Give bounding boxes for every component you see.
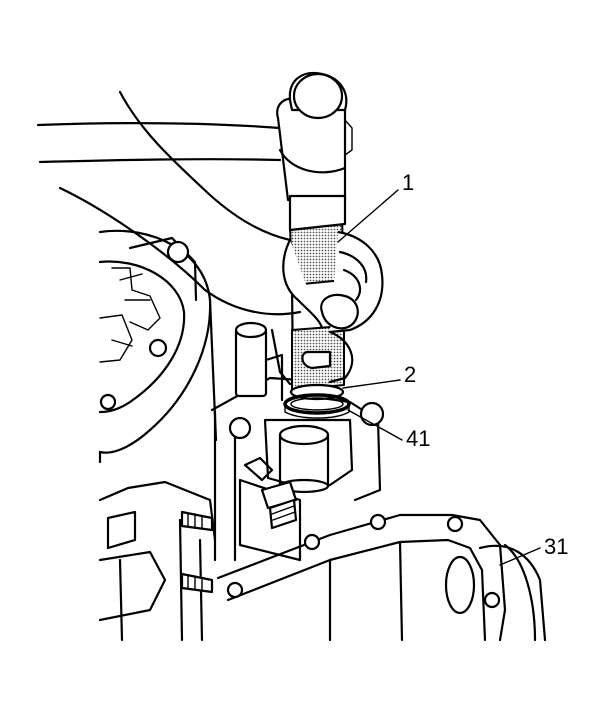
hand	[270, 230, 384, 386]
bolt	[260, 480, 298, 530]
callout-1: 1	[402, 170, 415, 195]
upper-arm	[58, 90, 302, 316]
case-31	[478, 543, 547, 642]
valve-body	[210, 321, 385, 562]
transmission-housing	[98, 229, 218, 464]
leader-31	[499, 547, 541, 566]
callout-41: 41	[406, 426, 431, 451]
leader-41	[347, 409, 403, 441]
lower-left-housing	[98, 480, 217, 642]
callout-31: 31	[544, 534, 569, 559]
leader-1	[337, 189, 399, 243]
leader-lines	[337, 189, 541, 566]
leader-2	[342, 379, 401, 389]
gasket-flange	[216, 513, 507, 642]
hammer-arm	[36, 121, 282, 164]
seal-41	[283, 393, 351, 419]
callout-2: 2	[404, 362, 417, 387]
hammer	[276, 71, 353, 232]
